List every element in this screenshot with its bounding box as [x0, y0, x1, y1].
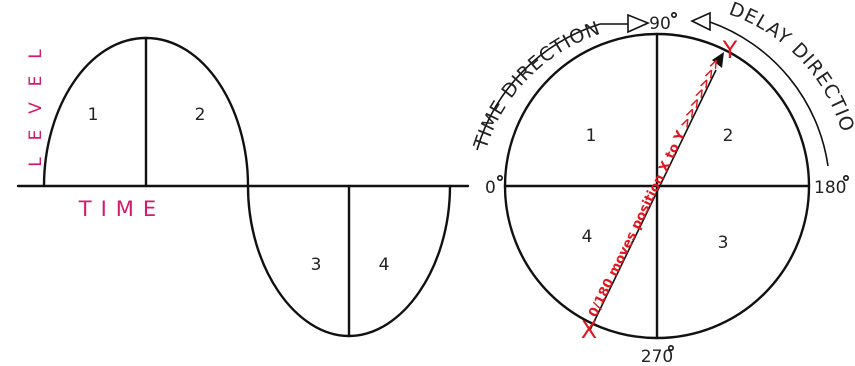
- wave-quadrant-2: 2: [195, 105, 206, 125]
- time-direction-arrow-icon: [627, 13, 651, 34]
- y-marker: Y: [722, 36, 738, 64]
- time-axis-label: TIME: [78, 197, 165, 221]
- level-letter: L: [26, 49, 46, 59]
- circle-quadrant-4: 4: [582, 227, 593, 247]
- level-letter: E: [26, 76, 46, 87]
- level-axis-label: L E V E L: [26, 49, 46, 167]
- circle-quadrant-3: 3: [718, 233, 729, 253]
- phase-shift-line: [589, 69, 717, 331]
- phase-shift-arrowhead-icon: [712, 52, 724, 68]
- x-marker: X: [581, 316, 597, 344]
- degree-symbol-icon: [842, 175, 849, 182]
- circle-quadrant-2: 2: [723, 126, 734, 146]
- circle-quadrant-1: 1: [586, 126, 597, 146]
- wave-quadrant-1: 1: [88, 105, 99, 125]
- angle-0-label: 0: [485, 178, 496, 198]
- degree-symbol-icon: [496, 175, 503, 182]
- delay-direction-label: DELAY DIRECTION: [0, 0, 855, 135]
- level-letter: L: [26, 157, 46, 167]
- degree-symbol-icon: [667, 344, 674, 351]
- delay-direction-arrow-icon: [690, 11, 711, 32]
- level-letter: E: [26, 130, 46, 141]
- angle-270-label: 270: [641, 347, 673, 366]
- sine-wave-diagram: 1 2 3 4 L E V E L TIME: [16, 36, 470, 338]
- wave-quadrant-4: 4: [379, 255, 390, 275]
- angle-180-label: 180: [814, 178, 846, 198]
- delay-direction-text: DELAY DIRECTION: [0, 0, 855, 135]
- delay-direction-arc: [709, 21, 829, 167]
- time-direction-arc: [476, 23, 601, 151]
- angle-90-label: 90: [649, 14, 671, 34]
- level-letter: V: [26, 102, 46, 114]
- degree-symbol-icon: [670, 12, 677, 19]
- wave-quadrant-3: 3: [311, 255, 322, 275]
- time-direction-text: TIME DIRECTION: [469, 17, 602, 152]
- time-direction-label: TIME DIRECTION: [469, 17, 603, 152]
